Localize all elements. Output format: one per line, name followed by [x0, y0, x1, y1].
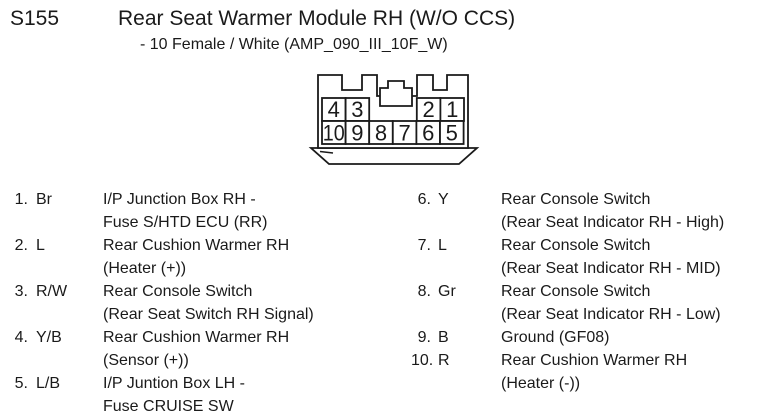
pin-entry-5: 5. L/B I/P Juntion Box LH - Fuse CRUISE … — [12, 372, 397, 418]
pin-number: 8. — [417, 283, 431, 300]
connector-face-diagram: 4 3 2 1 10 9 8 7 6 5 — [308, 74, 480, 165]
pin-entry-8: 8. Gr Rear Console Switch (Rear Seat Ind… — [411, 280, 756, 326]
wire-color-code: L — [438, 237, 447, 254]
pin-description: Rear Console Switch (Rear Seat Indicator… — [501, 191, 725, 231]
pin-number: 4. — [14, 329, 28, 346]
pin-label-7: 7 — [398, 121, 410, 146]
pin-list-right: 6. Y Rear Console Switch (Rear Seat Indi… — [411, 188, 756, 395]
pin-description: I/P Junction Box RH - Fuse S/HTD ECU (RR… — [103, 191, 268, 231]
pin-label-2: 2 — [422, 97, 434, 122]
pin-entry-4: 4. Y/B Rear Cushion Warmer RH (Sensor (+… — [12, 326, 397, 372]
wire-color-code: L — [36, 237, 45, 254]
wire-color-code: R — [438, 352, 450, 369]
pin-number: 6. — [417, 191, 431, 208]
pin-description: I/P Juntion Box LH - Fuse CRUISE SW — [103, 375, 245, 415]
pin-number: 7. — [417, 237, 431, 254]
pin-description: Rear Console Switch (Rear Seat Indicator… — [501, 237, 721, 277]
pin-number: 1. — [14, 191, 28, 208]
pin-description: Ground (GF08) — [501, 329, 610, 346]
pin-entry-2: 2. L Rear Cushion Warmer RH (Heater (+)) — [12, 234, 397, 280]
pin-number: 9. — [417, 329, 431, 346]
wire-color-code: R/W — [36, 283, 68, 300]
pin-entry-1: 1. Br I/P Junction Box RH - Fuse S/HTD E… — [12, 188, 397, 234]
pin-label-6: 6 — [422, 121, 434, 146]
wire-color-code: B — [438, 329, 449, 346]
connector-skirt — [308, 147, 480, 165]
pin-label-1: 1 — [446, 97, 458, 122]
pin-entry-3: 3. R/W Rear Console Switch (Rear Seat Sw… — [12, 280, 397, 326]
wire-color-code: Br — [36, 191, 52, 208]
connector-id: S155 — [10, 7, 60, 30]
pin-number: 3. — [14, 283, 28, 300]
pin-list-left: 1. Br I/P Junction Box RH - Fuse S/HTD E… — [12, 188, 397, 418]
pin-number: 2. — [14, 237, 28, 254]
wire-color-code: L/B — [36, 375, 61, 392]
pin-number: 10. — [411, 352, 434, 369]
pin-number: 5. — [14, 375, 28, 392]
pin-entry-9: 9. B Ground (GF08) — [411, 326, 756, 349]
pin-label-8: 8 — [375, 121, 387, 146]
pin-cell-5 — [439, 120, 465, 145]
pin-label-9: 9 — [351, 121, 363, 146]
pin-description: Rear Console Switch (Rear Seat Indicator… — [501, 283, 721, 323]
connector-latch — [379, 80, 413, 107]
wire-color-code: Y/B — [36, 329, 62, 346]
wire-color-code: Gr — [438, 283, 456, 300]
pin-entry-10: 10. R Rear Cushion Warmer RH (Heater (-)… — [411, 349, 756, 395]
pin-description: Rear Cushion Warmer RH (Heater (+)) — [103, 237, 290, 277]
pin-entry-7: 7. L Rear Console Switch (Rear Seat Indi… — [411, 234, 756, 280]
connector-subtitle: - 10 Female / White (AMP_090_III_10F_W) — [140, 36, 448, 53]
pin-label-10: 10 — [323, 121, 345, 146]
wire-color-code: Y — [438, 191, 449, 208]
pin-entry-6: 6. Y Rear Console Switch (Rear Seat Indi… — [411, 188, 756, 234]
pin-label-4: 4 — [328, 97, 340, 122]
pin-description: Rear Cushion Warmer RH (Heater (-)) — [501, 352, 688, 392]
pin-description: Rear Console Switch (Rear Seat Switch RH… — [103, 283, 314, 323]
pin-label-3: 3 — [351, 97, 363, 122]
pin-description: Rear Cushion Warmer RH (Sensor (+)) — [103, 329, 290, 369]
page-title: Rear Seat Warmer Module RH (W/O CCS) — [118, 7, 516, 30]
pin-label-5: 5 — [446, 121, 458, 146]
skirt-tick-mark — [319, 150, 334, 154]
